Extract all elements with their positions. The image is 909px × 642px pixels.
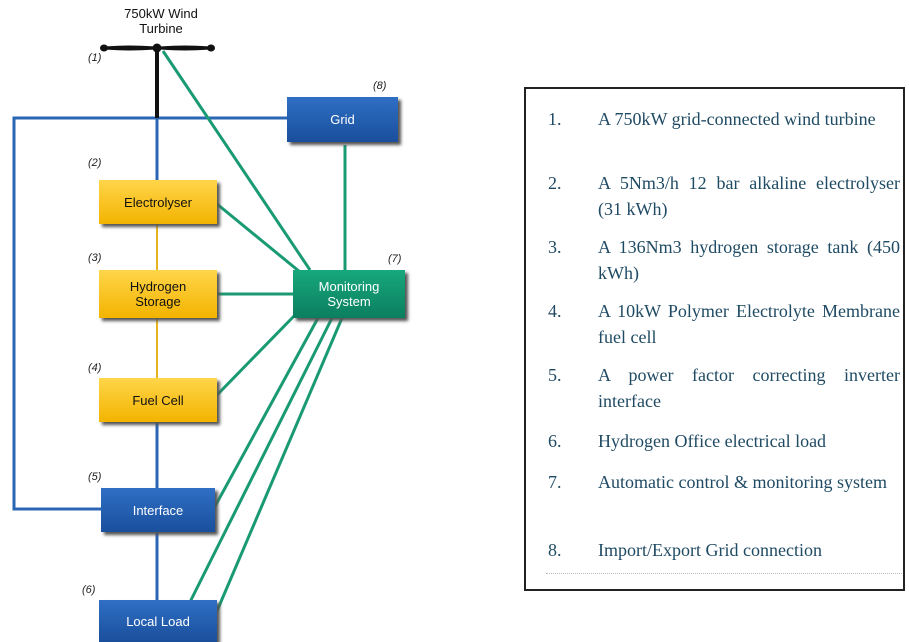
legend-number: 8. <box>548 540 562 560</box>
fuel-cell-box: Fuel Cell <box>99 378 217 422</box>
interface-box: Interface <box>101 488 215 532</box>
legend-text: Hydrogen Office electrical load <box>598 431 827 451</box>
line-monitor-interface <box>211 317 320 511</box>
legend-number: 3. <box>548 237 562 257</box>
legend-text: A 10kW Polymer Electrolyte Membrane fuel… <box>598 301 900 347</box>
legend-number: 1. <box>548 109 562 129</box>
legend-text: Automatic control & monitoring system <box>598 472 887 492</box>
legend-text: A power factor correcting inverter inter… <box>598 365 900 411</box>
number-5: (5) <box>88 471 102 483</box>
legend-number: 7. <box>548 472 562 492</box>
monitoring-system-box: Monitoring System <box>293 270 405 318</box>
hydrogen-storage-box: Hydrogen Storage <box>99 270 217 318</box>
number-8: (8) <box>373 80 387 92</box>
local-load-box: Local Load <box>99 600 217 642</box>
number-7: (7) <box>388 253 402 265</box>
legend-number: 4. <box>548 301 562 321</box>
number-6: (6) <box>82 584 96 596</box>
number-4: (4) <box>88 362 102 374</box>
legend-text: A 750kW grid-connected wind turbine <box>598 109 876 129</box>
number-3: (3) <box>88 252 102 264</box>
line-monitor-load-a <box>184 317 334 611</box>
legend-box: 1. A 750kW grid-connected wind turbine 2.… <box>524 87 905 591</box>
legend-divider <box>546 573 902 574</box>
number-1: (1) <box>88 52 102 64</box>
legend-number: 5. <box>548 365 562 385</box>
legend-text: A 136Nm3 hydrogen storage tank (450 kWh) <box>598 237 900 283</box>
line-monitor-fuelcell <box>215 312 298 397</box>
electrolyser-box: Electrolyser <box>99 180 217 224</box>
line-monitor-load-b <box>212 317 344 619</box>
turbine-label: 750kW Wind Turbine <box>124 6 198 36</box>
wind-turbine-icon <box>100 43 215 118</box>
line-grid-interface <box>12 116 287 511</box>
legend-number: 6. <box>548 431 562 451</box>
legend-text: Import/Export Grid connection <box>598 540 822 560</box>
line-monitor-turbine <box>161 50 312 271</box>
number-2: (2) <box>88 157 102 169</box>
line-monitor-electrolyser <box>216 202 301 274</box>
grid-box: Grid <box>287 97 398 142</box>
legend-text: A 5Nm3/h 12 bar alkaline electrolyser (3… <box>598 173 900 219</box>
legend-number: 2. <box>548 173 562 193</box>
